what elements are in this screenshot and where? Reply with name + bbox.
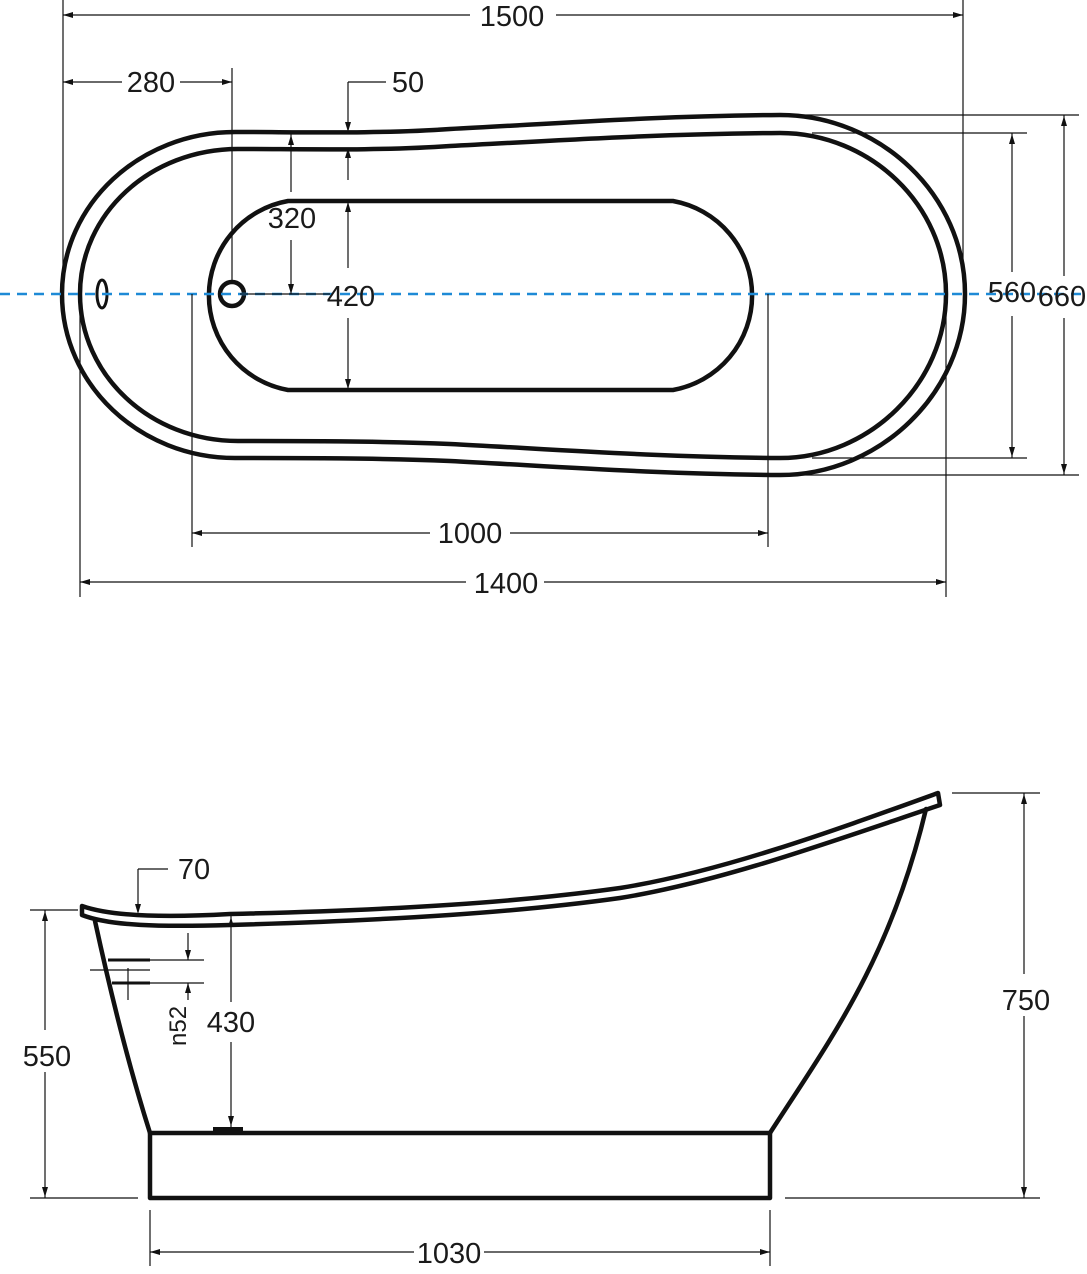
- top-view: 1500 280 50 320: [0, 0, 1087, 600]
- overflow-fittings: n52: [90, 933, 204, 1046]
- dim-plinth-length: 1030: [149, 1210, 771, 1270]
- dim-label-660: 660: [1038, 281, 1086, 313]
- dim-label-70: 70: [178, 854, 210, 886]
- tub-plinth: [147, 1130, 773, 1201]
- dim-label-430: 430: [207, 1007, 255, 1039]
- dim-label-320: 320: [268, 203, 316, 235]
- dim-label-n52: n52: [165, 1006, 192, 1046]
- dim-drain-offset: 280: [63, 67, 233, 282]
- dim-label-750: 750: [1002, 985, 1050, 1017]
- tub-side-right-wall: [767, 806, 929, 1136]
- dim-label-420: 420: [327, 281, 375, 313]
- dim-inner-length: 1400: [79, 294, 947, 600]
- dim-floor-length: 1000: [191, 294, 769, 550]
- side-view: n52 70 430 550: [23, 790, 1050, 1270]
- dim-label-1030: 1030: [417, 1238, 482, 1270]
- tub-floor: [206, 198, 755, 393]
- dim-rim-thickness: 70: [135, 854, 210, 914]
- tub-side-rim: [79, 790, 943, 929]
- dim-inner-depth: 430: [207, 916, 255, 1127]
- dim-label-1500: 1500: [480, 1, 545, 33]
- dim-foot-end-height: 550: [23, 909, 138, 1199]
- dim-label-50: 50: [392, 67, 424, 99]
- dim-overall-width: 660: [790, 114, 1086, 476]
- dim-label-560: 560: [988, 277, 1036, 309]
- dim-drain-to-edge: 320: [240, 133, 330, 295]
- waste-fitting: [213, 1127, 243, 1133]
- tub-side-left-wall: [92, 918, 153, 1136]
- tub-outer-rim: [59, 112, 968, 478]
- dim-floor-width: 420: [327, 201, 375, 390]
- dim-label-1400: 1400: [474, 568, 539, 600]
- dim-inner-width: 560: [812, 132, 1036, 459]
- dim-label-550: 550: [23, 1041, 71, 1073]
- dim-head-end-height: 750: [785, 792, 1050, 1199]
- dim-label-1000: 1000: [438, 518, 503, 550]
- dim-rim-width: 50: [345, 67, 424, 180]
- dim-overall-length: 1500: [62, 0, 964, 280]
- tub-inner-rim: [77, 130, 949, 461]
- dim-label-280: 280: [127, 67, 175, 99]
